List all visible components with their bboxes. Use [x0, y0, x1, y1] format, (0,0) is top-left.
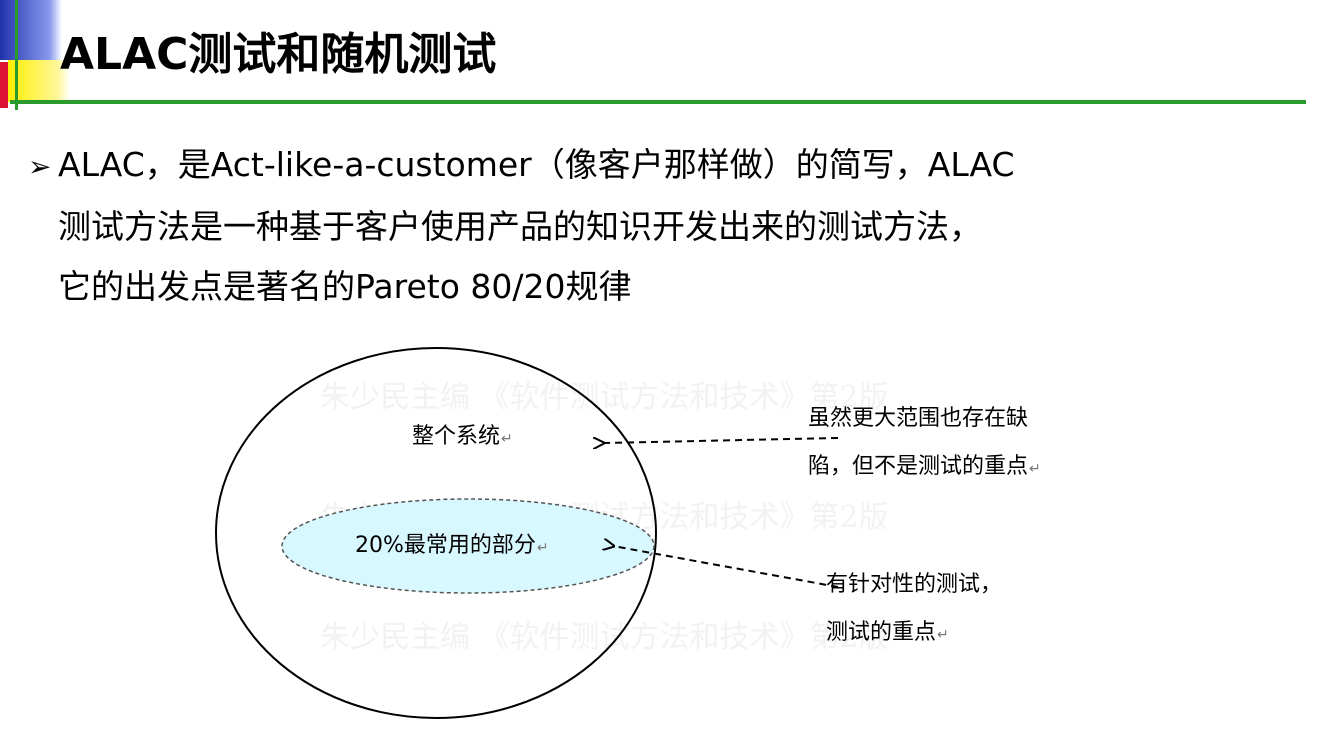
arrow-top — [603, 438, 839, 443]
note-top-line-2: 陷，但不是测试的重点↵ — [808, 454, 1041, 479]
deco-yellow-block — [8, 60, 70, 102]
bullet-line-2: 测试方法是一种基于客户使用产品的知识开发出来的测试方法， — [58, 207, 982, 246]
note-bottom-line-1: 有针对性的测试， — [826, 572, 1003, 597]
arrow-bottom — [613, 546, 839, 588]
arrow-bullet-icon: ➢ — [28, 150, 52, 183]
outer-label: 整个系统↵ — [412, 424, 513, 449]
title-underline — [10, 100, 1306, 104]
inner-label: 20%最常用的部分↵ — [355, 533, 549, 558]
bullet-text-1: ALAC，是Act-like-a-customer（像客户那样做）的简写，ALA… — [58, 145, 1015, 184]
return-mark-icon: ↵ — [937, 627, 949, 643]
bullet-paragraph: ➢ALAC，是Act-like-a-customer（像客户那样做）的简写，AL… — [28, 135, 1288, 317]
note-bottom-line-2: 测试的重点↵ — [826, 620, 949, 645]
watermark-3: 朱少民主编 《软件测试方法和技术》第2版 — [320, 620, 889, 655]
return-mark-icon: ↵ — [536, 540, 549, 556]
deco-blue-block — [0, 0, 62, 60]
corner-decoration — [0, 0, 75, 110]
outer-system-ellipse — [215, 347, 657, 719]
bullet-line-1: ➢ALAC，是Act-like-a-customer（像客户那样做）的简写，AL… — [28, 135, 1288, 197]
slide-title: ALAC测试和随机测试 — [60, 29, 497, 80]
return-mark-icon: ↵ — [1029, 461, 1041, 477]
deco-red-block — [0, 62, 8, 108]
watermark-1: 朱少民主编 《软件测试方法和技术》第2版 — [320, 380, 889, 415]
bullet-line-3: 它的出发点是著名的Pareto 80/20规律 — [58, 267, 632, 306]
note-top-line-1: 虽然更大范围也存在缺 — [808, 406, 1029, 431]
deco-green-vline — [15, 0, 18, 110]
return-mark-icon: ↵ — [501, 431, 513, 447]
inner-core-ellipse — [281, 498, 655, 594]
